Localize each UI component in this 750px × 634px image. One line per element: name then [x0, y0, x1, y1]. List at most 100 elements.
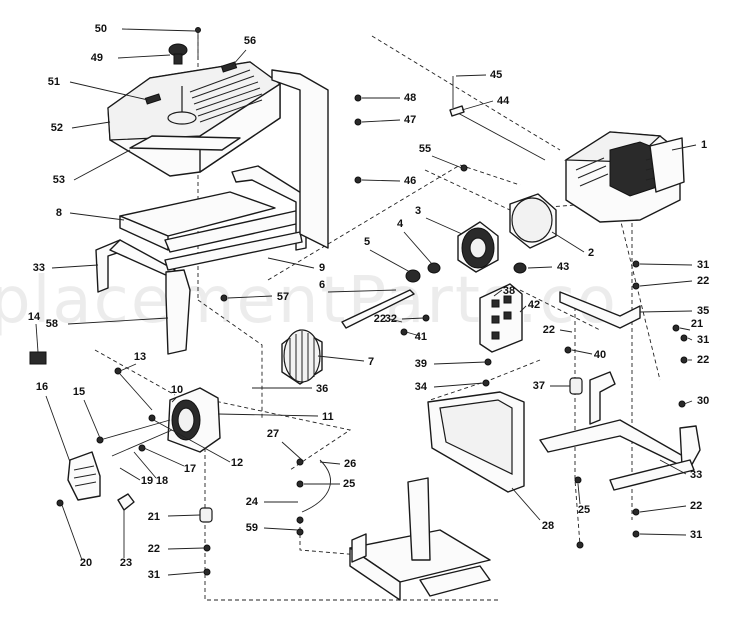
callout-16-end-cover: 16: [36, 381, 48, 393]
callout-48-spring: 48: [404, 92, 416, 104]
callout-22-washer: 22: [543, 324, 555, 336]
leader-line: [227, 295, 273, 299]
leader-line: [281, 441, 303, 461]
leader-line: [119, 363, 137, 372]
leader-line: [577, 483, 581, 505]
leader-line: [369, 249, 411, 273]
leader-line: [527, 266, 553, 269]
callout-31-nut: 31: [690, 529, 702, 541]
callout-31-nut: 31: [697, 259, 709, 271]
callout-21-vibration-mount: 21: [148, 511, 160, 523]
callout-41-screw: 41: [415, 331, 427, 343]
callout-22-washer: 22: [697, 275, 709, 287]
leader-line: [687, 337, 693, 341]
leader-line: [61, 504, 83, 561]
leader-line: [493, 289, 503, 297]
leader-line: [121, 28, 197, 32]
callout-42-control-panel: 42: [528, 299, 540, 311]
leader-line: [551, 231, 585, 253]
callout-13-stud: 13: [134, 351, 146, 363]
leader-line: [133, 451, 157, 479]
muffler-guard-assembly: [427, 391, 525, 493]
leader-line: [361, 119, 401, 123]
callout-36-wire: 36: [316, 383, 328, 395]
callout-22-washer: 22: [690, 500, 702, 512]
callout-19-screw: 19: [141, 475, 153, 487]
leader-line: [167, 514, 201, 517]
callout-40-screw: 40: [594, 349, 606, 361]
leader-line: [639, 505, 687, 513]
leader-line: [519, 305, 527, 313]
leader-line: [73, 149, 131, 181]
callout-59-frame-base: 59: [246, 522, 258, 534]
leader-line: [45, 395, 71, 463]
leader-line: [639, 533, 687, 536]
callout-58-bracket: 58: [46, 318, 58, 330]
leader-line: [167, 547, 205, 550]
leader-line: [117, 54, 171, 59]
callout-4-spacer: 4: [397, 218, 404, 230]
leader-line: [405, 331, 421, 337]
leader-line: [403, 231, 433, 265]
leader-line: [571, 349, 593, 355]
callout-2-adapter: 2: [588, 247, 594, 259]
callout-17-bolt: 17: [184, 463, 196, 475]
callout-34-vibration-mount: 34: [415, 381, 428, 393]
callout-12-washer: 12: [231, 457, 243, 469]
callout-33-frame-left: 33: [33, 262, 45, 274]
callout-31-nut: 31: [148, 569, 160, 581]
callout-22-washer: 22: [374, 313, 386, 325]
control-panel-assembly: [479, 262, 641, 353]
leader-line: [679, 327, 691, 331]
leader-line: [217, 413, 319, 417]
callout-7-rotor: 7: [368, 356, 374, 368]
leader-line: [69, 81, 149, 101]
callout-39-screw: 39: [415, 358, 427, 370]
leader-line: [69, 212, 125, 221]
leader-line: [51, 264, 99, 269]
leader-line: [559, 329, 573, 333]
callout-57-screw: 57: [277, 291, 289, 303]
callout-49-fuel-cap: 49: [91, 52, 103, 64]
callout-22-washer: 22: [697, 354, 709, 366]
callout-9-frame-front: 9: [319, 262, 325, 274]
callout-52-fuel-tank: 52: [51, 122, 63, 134]
leader-line: [401, 317, 425, 320]
callout-25-bolt: 25: [343, 478, 355, 490]
leader-line: [511, 487, 541, 521]
leader-line: [461, 100, 494, 111]
assembly-lines: [94, 28, 661, 601]
callout-20-screw: 20: [80, 557, 92, 569]
callout-30-muffler-guard: 30: [697, 395, 709, 407]
leader-line: [67, 317, 169, 325]
leader-line: [263, 527, 299, 531]
callout-31-nut: 31: [697, 334, 709, 346]
callout-50-tank-cap-chain: 50: [95, 23, 107, 35]
callout-11-rear-bearing-carrier: 11: [322, 411, 334, 423]
callout-25-bolt: 25: [578, 504, 590, 516]
fasteners: [56, 27, 688, 576]
leader-line: [433, 382, 485, 388]
leader-line: [639, 263, 693, 266]
callout-37-bracket: 37: [533, 380, 545, 392]
callout-26-cable: 26: [344, 458, 356, 470]
leader-line: [143, 447, 185, 467]
leader-line: [319, 461, 341, 465]
callout-47-washer: 47: [404, 114, 416, 126]
callout-55-screw: 55: [419, 143, 431, 155]
callout-23-diode: 23: [120, 557, 132, 569]
callout-51-fuel-gauge: 51: [48, 76, 60, 88]
leader-line: [683, 400, 693, 405]
callout-44-choke-rod: 44: [497, 95, 510, 107]
callout-21-vibration-mount: 21: [691, 318, 703, 330]
callout-27-clamp: 27: [267, 428, 279, 440]
leader-line: [639, 310, 693, 313]
callout-43-grommet: 43: [557, 261, 569, 273]
callout-45-choke-knob: 45: [490, 69, 502, 81]
callout-35-screw: 35: [697, 305, 709, 317]
leader-line: [231, 49, 247, 67]
leader-line: [671, 144, 697, 151]
leader-line: [639, 280, 693, 287]
